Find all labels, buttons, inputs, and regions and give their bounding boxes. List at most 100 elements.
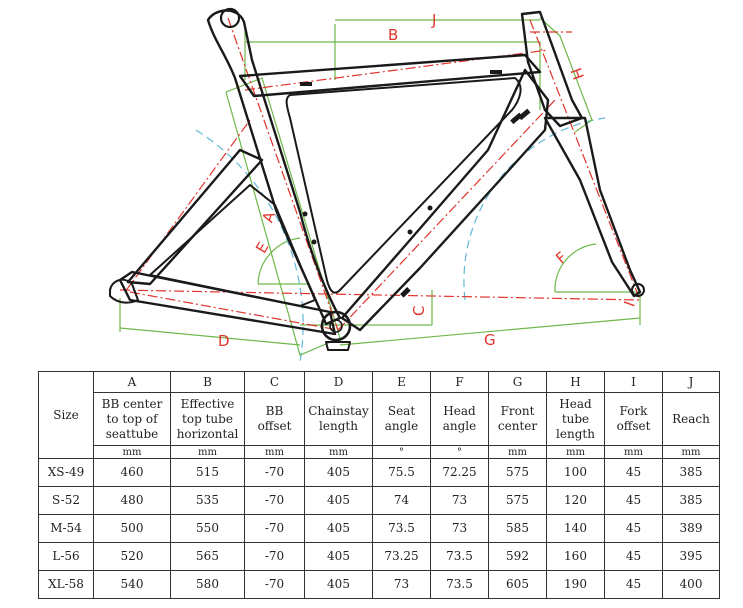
steering-axis [529,19,641,301]
column-letter: G [488,371,547,393]
chain-stay [118,270,337,336]
table-cell: -70 [244,514,305,543]
angle-arcs [195,117,606,363]
table-cell: 73.25 [372,542,431,571]
main-triangle-inner [285,77,522,294]
column-description: Reach [662,392,720,446]
rear-dropout [109,278,139,304]
table-cell: 580 [170,570,245,599]
size-label: XL-58 [38,570,94,599]
table-cell: 400 [662,570,720,599]
table-cell: 550 [170,514,245,543]
column-unit: mm [546,445,605,459]
table-cell: 575 [488,486,547,515]
column-letter: A [93,371,171,393]
size-label: S-52 [38,486,94,515]
table-cell: 585 [488,514,547,543]
table-cell: 45 [604,486,663,515]
down-tube [340,68,550,332]
table-cell: 605 [488,570,547,599]
seat-stay [126,148,264,286]
frame-outline [109,7,645,351]
table-cell: -70 [244,486,305,515]
head-tube [520,10,584,128]
geometry-table: Size A B C D E F G H I J BB center to to… [38,371,720,599]
size-label: M-54 [38,514,94,543]
fork-dropout [631,283,645,297]
table-cell: 45 [604,514,663,543]
table-cell: -70 [244,570,305,599]
table-cell: 592 [488,542,547,571]
table-cell: 395 [662,542,720,571]
table-cell: 73.5 [372,514,431,543]
table-cell: 73 [430,486,489,515]
column-description: Chainstay length [304,392,373,446]
seat-tube-centerline [227,17,339,331]
table-cell: 515 [170,458,245,487]
table-cell: 73 [372,570,431,599]
table-cell: 160 [546,542,605,571]
table-cell: 405 [304,458,373,487]
column-letter: I [604,371,663,393]
table-cell: 73.5 [430,542,489,571]
bottom-bracket-shell [320,310,352,342]
size-label: XS-49 [38,458,94,487]
column-description: Fork offset [604,392,663,446]
seatpost-clamp [219,7,241,29]
column-letter: B [170,371,245,393]
column-unit: mm [662,445,720,459]
column-unit: mm [604,445,663,459]
table-cell: 45 [604,542,663,571]
column-letter: F [430,371,489,393]
table-cell: 100 [546,458,605,487]
column-unit: mm [170,445,245,459]
table-cell: 385 [662,486,720,515]
top-tube [238,53,542,98]
dimension-lines [119,17,641,356]
label-j: J [431,11,436,29]
label-c: C [410,306,428,316]
column-description: Effective top tube horizontal [170,392,245,446]
label-h: H [567,66,588,83]
table-cell: 480 [93,486,171,515]
table-cell: 460 [93,458,171,487]
column-description: BB offset [244,392,305,446]
table-cell: 405 [304,514,373,543]
column-letter: H [546,371,605,393]
table-cell: 140 [546,514,605,543]
table-cell: 405 [304,486,373,515]
down-tube-centerline [337,99,556,331]
column-unit: ° [372,445,431,459]
dim-h-line [539,17,593,133]
fork [543,116,642,298]
table-cell: 72.25 [430,458,489,487]
table-cell: 75.5 [372,458,431,487]
table-cell: 45 [604,570,663,599]
column-letter: C [244,371,305,393]
table-cell: 73 [430,514,489,543]
table-cell: 575 [488,458,547,487]
table-cell: 120 [546,486,605,515]
table-cell: 389 [662,514,720,543]
table-cell: 190 [546,570,605,599]
column-letter: J [662,371,720,393]
column-description: Front center [488,392,547,446]
column-description: BB center to top of seattube [93,392,171,446]
dim-a-line [225,77,341,356]
table-cell: 405 [304,570,373,599]
column-description: Seat angle [372,392,431,446]
label-b: B [388,26,398,44]
table-cell: 565 [170,542,245,571]
dim-b-line [245,41,541,110]
table-cell: 535 [170,486,245,515]
table-cell: 500 [93,514,171,543]
column-unit: ° [430,445,489,459]
column-unit: mm [488,445,547,459]
axle-centerline [119,289,641,301]
table-cell: 385 [662,458,720,487]
column-letter-row: Size A B C D E F G H I J [38,371,720,459]
table-cell: -70 [244,458,305,487]
